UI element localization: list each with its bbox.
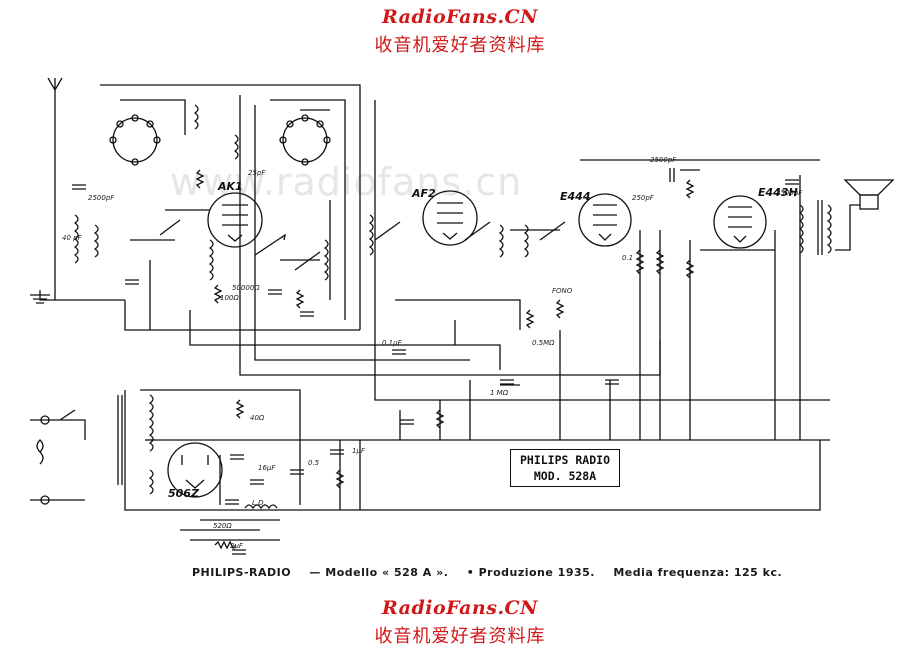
tube-rectifier [167, 442, 223, 498]
mains-switch-icon [36, 409, 76, 505]
label-l7: 2500pF [650, 156, 677, 164]
inductors [73, 104, 832, 510]
antenna-icon [47, 77, 63, 95]
label-l18: 100Ω [220, 294, 239, 302]
footer-site-title: RadioFans.CN [381, 597, 539, 619]
label-l9: 250pF [632, 194, 655, 202]
label-l5: 0.1μF [382, 339, 403, 347]
wave-band-switch-2 [279, 114, 331, 166]
tube-label-af2: AF2 [411, 187, 436, 200]
loudspeaker-icon [835, 179, 895, 251]
label-l12: 16μF [258, 464, 276, 472]
tube-label-rectifier: 506Z [168, 487, 200, 500]
header-site-subtitle: 收音机爱好者资料库 [374, 35, 546, 56]
label-l11: 2500pF [776, 189, 803, 197]
ground-symbols [30, 294, 155, 441]
label-l10: 0.1 [622, 254, 633, 262]
variable-capacitors [159, 219, 566, 271]
label-l20: 0.5MΩ [532, 339, 555, 347]
caption-if: Media frequenza: 125 kc. [613, 566, 783, 579]
caption-brand: PHILIPS-RADIO [192, 566, 292, 579]
label-l2: 2500pF [88, 194, 115, 202]
footer-site-subtitle: 收音机爱好者资料库 [374, 626, 546, 647]
model-plate-line2: MOD. 528A [533, 469, 597, 483]
tube-ak1 [207, 192, 263, 248]
model-plate: PHILIPS RADIO MOD. 528A [510, 449, 620, 487]
resistors [195, 169, 695, 550]
tube-label-ak1: AK1 [217, 180, 243, 193]
tube-label-e443h: E443H [758, 186, 798, 199]
wave-band-switch-1 [109, 114, 161, 166]
wiring [30, 84, 830, 541]
label-l17: 2μF [230, 542, 244, 550]
label-l4: 50000Ω [232, 284, 260, 292]
label-l19: 40Ω [250, 414, 265, 422]
tube-af2 [422, 190, 478, 246]
label-l16: 520Ω [213, 522, 232, 530]
tube-labels: AK1 AF2 E444 E443H 506Z [168, 180, 798, 500]
schematic-caption: PHILIPS-RADIO — Modello « 528 A ». • Pro… [192, 566, 796, 579]
label-l1: 40 pF [62, 234, 83, 242]
caption-model: — Modello « 528 A ». [309, 566, 449, 579]
caption-year: • Produzione 1935. [466, 566, 595, 579]
model-plate-line1: PHILIPS RADIO [519, 453, 610, 467]
header-site-title: RadioFans.CN [381, 6, 539, 28]
label-l8: FONO [552, 287, 573, 295]
tube-e443h [713, 195, 767, 249]
component-labels: 40 pF 2500pF 25pF 50000Ω 0.1μF 1 MΩ 2500… [62, 156, 803, 550]
label-l6: 1 MΩ [490, 389, 509, 397]
label-l15: L.D. [252, 499, 266, 507]
label-l3: 25pF [248, 169, 266, 177]
label-l14: 1μF [352, 447, 366, 455]
capacitors [72, 168, 799, 555]
tube-e444 [578, 193, 632, 247]
tube-label-e444: E444 [560, 190, 590, 203]
label-l13: 0.5 [308, 459, 320, 467]
